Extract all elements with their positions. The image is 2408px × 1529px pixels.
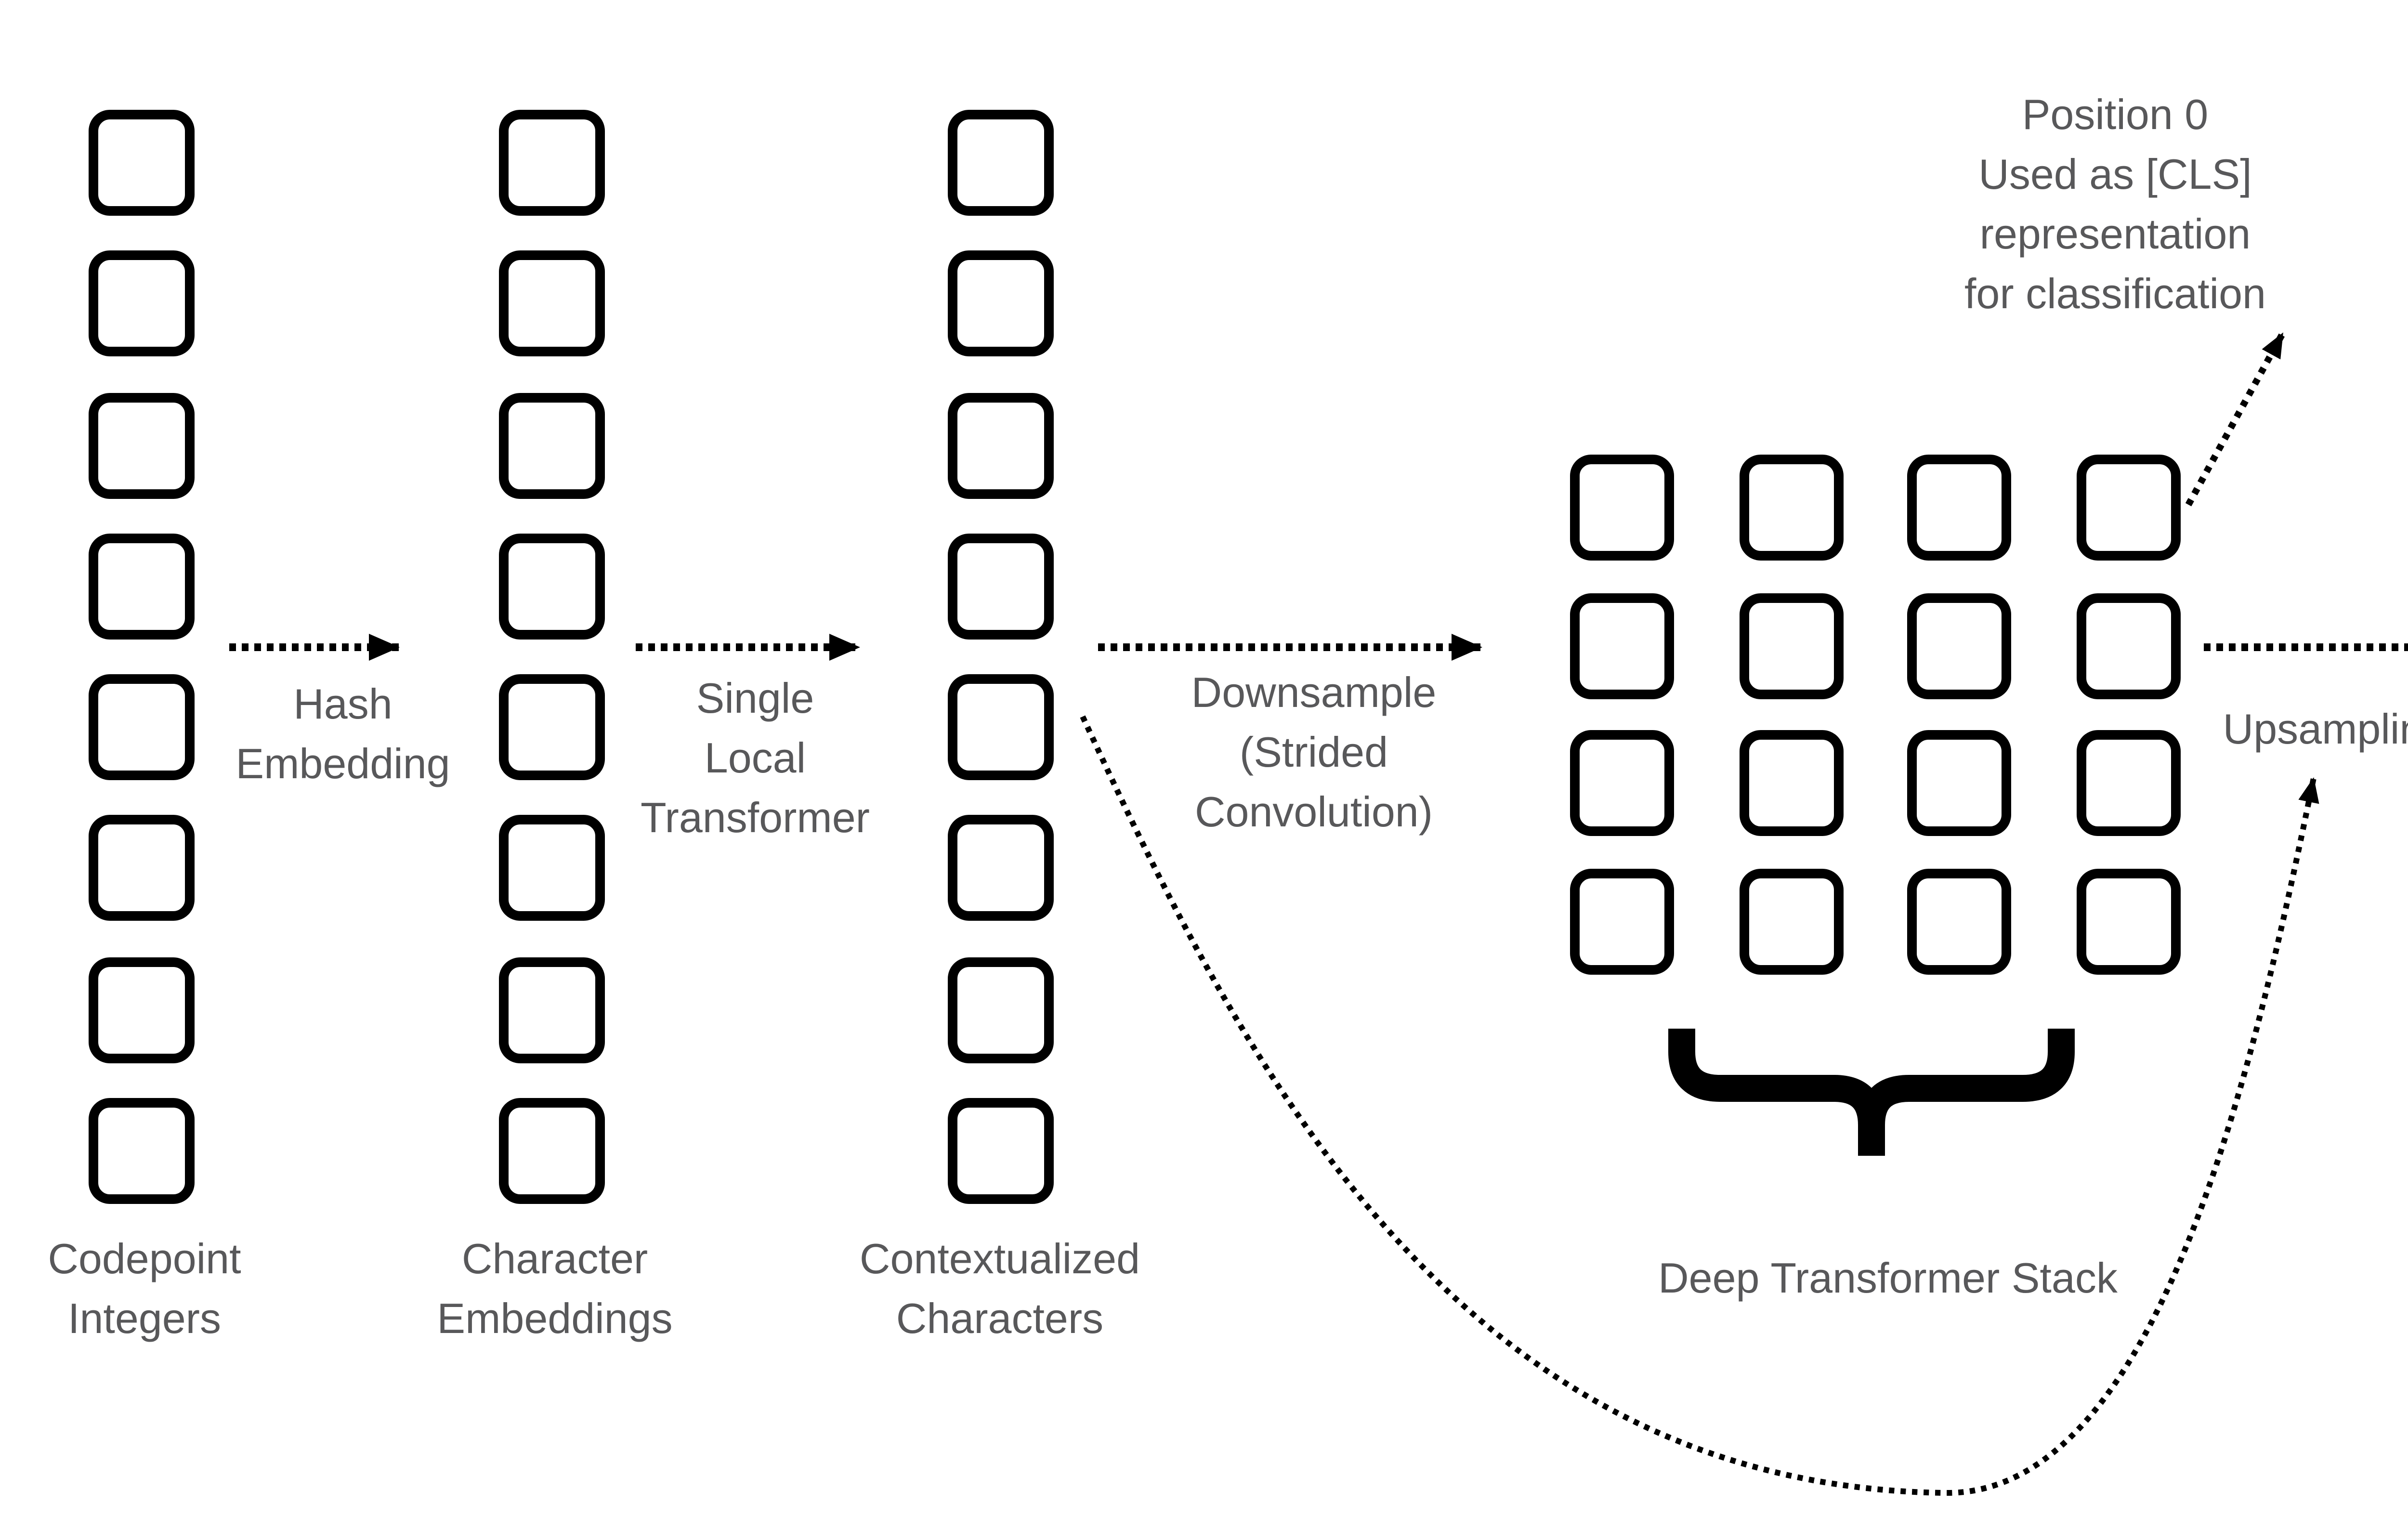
character-embedding-box (499, 533, 605, 639)
codepoint-integers-label: Codepoint Integers (48, 1235, 241, 1343)
character-embeddings-label: Character Embeddings (437, 1235, 673, 1343)
downsampled-token-box (1739, 868, 1843, 974)
codepoint-box (89, 110, 195, 216)
downsample-label: Downsample (Strided Convolution) (1191, 668, 1437, 836)
character-embedding-box (499, 392, 605, 498)
downsampled-token-box (1570, 592, 1674, 698)
codepoint-integers-column (89, 110, 195, 1203)
cls-annotation: Position 0 Used as [CLS] representation … (1964, 91, 2266, 318)
contextualized-character-box (948, 956, 1054, 1062)
codepoint-box (89, 533, 195, 639)
character-embedding-box (499, 110, 605, 216)
downsampled-token-box (1907, 455, 2011, 561)
downsampled-token-box (2076, 868, 2180, 974)
deep-transformer-stack-grid (1570, 455, 2180, 974)
character-embedding-box (499, 815, 605, 921)
upsampling-label: Upsampling (2223, 705, 2408, 753)
downsampled-token-box (2076, 730, 2180, 836)
downsampled-token-box (2076, 592, 2180, 698)
cls-position0-arrow (2185, 331, 2286, 507)
codepoint-box (89, 815, 195, 921)
contextualized-character-box (948, 251, 1054, 357)
contextualized-character-box (948, 1098, 1054, 1203)
codepoint-box (89, 1098, 195, 1203)
downsampled-token-box (2076, 455, 2180, 561)
character-embedding-box (499, 956, 605, 1062)
downsampled-token-box (1570, 455, 1674, 561)
downsampled-token-box (1907, 592, 2011, 698)
contextualized-character-box (948, 674, 1054, 780)
downsampled-token-box (1907, 730, 2011, 836)
deep-stack-brace (1668, 1029, 2075, 1156)
contextualized-character-box (948, 533, 1054, 639)
downsampled-token-box (1570, 730, 1674, 836)
character-embedding-box (499, 674, 605, 780)
deep-transformer-stack-label: Deep Transformer Stack (1658, 1254, 2118, 1302)
codepoint-box (89, 674, 195, 780)
character-embedding-box (499, 251, 605, 357)
hash-embedding-label: Hash Embedding (236, 680, 450, 788)
contextualized-characters-column (948, 110, 1054, 1203)
downsampled-token-box (1739, 730, 1843, 836)
downsampled-token-box (1739, 455, 1843, 561)
character-embedding-box (499, 1098, 605, 1203)
contextualized-characters-label: Contextualized Characters (859, 1235, 1140, 1343)
codepoint-box (89, 251, 195, 357)
downsampled-token-box (1907, 868, 2011, 974)
contextualized-character-box (948, 815, 1054, 921)
contextualized-character-box (948, 392, 1054, 498)
contextualized-character-box (948, 110, 1054, 216)
codepoint-box (89, 392, 195, 498)
codepoint-box (89, 956, 195, 1062)
downsampled-token-box (1570, 868, 1674, 974)
single-local-transformer-label: Single Local Transformer (641, 674, 870, 842)
character-embeddings-column (499, 110, 605, 1203)
downsampled-token-box (1739, 592, 1843, 698)
